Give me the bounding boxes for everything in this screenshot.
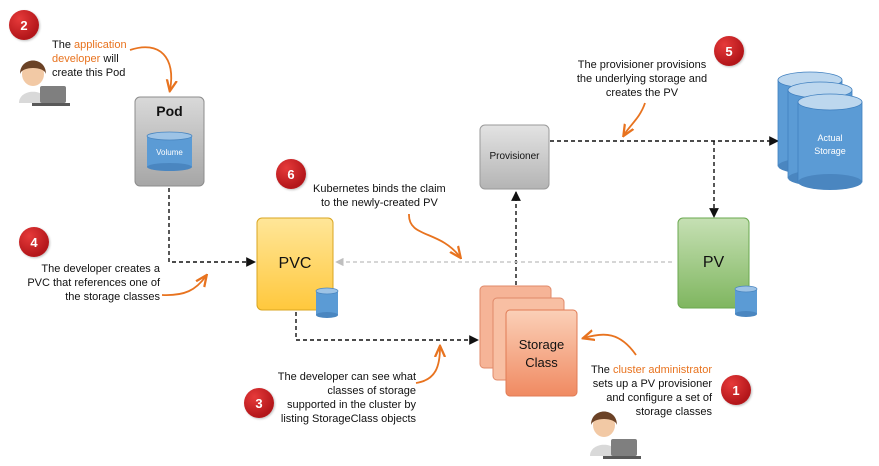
actual-storage-label-line2: Storage xyxy=(814,146,846,156)
pvc-to-storageclass-arrow xyxy=(295,312,479,345)
storage-class-label-line2: Class xyxy=(525,355,558,370)
step5-line2: the underlying storage and xyxy=(576,73,708,85)
step6-line2: to the newly-created PV xyxy=(321,197,438,209)
connectors xyxy=(168,136,779,345)
step-badge-1: 1 xyxy=(721,375,751,405)
provisioner-box xyxy=(479,124,550,190)
step1-note: The cluster administrator sets up a PV p… xyxy=(572,363,712,419)
pv-label: PV xyxy=(702,254,725,271)
pointer-arrows xyxy=(129,46,646,384)
step3-line2: classes of storage xyxy=(327,385,416,397)
step-badge-3: 3 xyxy=(244,388,274,418)
step3-line4: listing StorageClass objects xyxy=(280,413,416,425)
step2-highlight-line2: developer xyxy=(52,53,101,65)
storage-class-stack xyxy=(479,285,578,397)
step2-prefix: The xyxy=(52,39,75,51)
step-badge-4: 4 xyxy=(19,227,49,257)
storage-class-label-line1: Storage xyxy=(518,337,565,352)
actual-storage-label-line1: Actual xyxy=(817,133,843,143)
step2-pointer-arrow xyxy=(129,46,171,90)
pvc-box xyxy=(256,217,334,311)
step-badge-2: 2 xyxy=(9,10,39,40)
step4-line3: the storage classes xyxy=(65,291,160,303)
step1-line4: storage classes xyxy=(635,406,712,418)
pod-to-pvc-arrow xyxy=(168,188,256,267)
administrator-avatar-icon xyxy=(590,411,641,459)
pvc-label: PVC xyxy=(278,255,312,272)
step6-pointer-arrow xyxy=(408,213,460,257)
step-badge-5: 5 xyxy=(714,36,744,66)
step4-pointer-arrow xyxy=(161,276,206,296)
step4-line2: PVC that references one of xyxy=(27,277,160,289)
pv-cylinder-icon xyxy=(734,285,758,317)
step2-highlight-line1: application xyxy=(74,39,127,51)
pvc-cylinder-icon xyxy=(315,287,339,318)
step2-note: The application developer will create th… xyxy=(52,38,142,80)
pv-node xyxy=(677,217,758,317)
step1-line2: sets up a PV provisioner xyxy=(592,378,712,390)
step3-note: The developer can see what classes of st… xyxy=(268,370,416,426)
step5-pointer-arrow xyxy=(624,102,646,135)
step4-note: The developer creates a PVC that referen… xyxy=(6,262,160,304)
step6-note: Kubernetes binds the claim to the newly-… xyxy=(313,182,463,210)
step2-suffix: will xyxy=(100,53,119,65)
actual-storage-cylinders-icon xyxy=(777,71,863,190)
step1-pointer-arrow xyxy=(584,335,637,356)
step2-line3: create this Pod xyxy=(52,67,126,79)
pod-node xyxy=(134,96,205,187)
storage-class-box xyxy=(505,309,578,397)
step3-line3: supported in the cluster by xyxy=(286,399,416,411)
pv-box xyxy=(677,217,750,309)
step4-line1: The developer creates a xyxy=(41,263,160,275)
step5-line3: creates the PV xyxy=(605,87,679,99)
step6-line1: Kubernetes binds the claim xyxy=(313,183,446,195)
step-badge-6: 6 xyxy=(276,159,306,189)
step1-line3: and configure a set of xyxy=(606,392,712,404)
pvc-node xyxy=(256,217,339,318)
pod-label: Pod xyxy=(156,103,183,119)
step5-line1: The provisioner provisions xyxy=(577,59,707,71)
step1-prefix: The xyxy=(590,364,613,376)
step3-line1: The developer can see what xyxy=(277,371,416,383)
provisioner-label: Provisioner xyxy=(489,151,540,162)
volume-label: Volume xyxy=(156,148,183,157)
step3-pointer-arrow xyxy=(415,347,440,384)
developer-avatar-icon xyxy=(19,60,70,106)
pod-volume-cylinder-icon xyxy=(146,131,193,171)
step1-highlight: cluster administrator xyxy=(612,364,712,376)
step5-note: The provisioner provisions the underlyin… xyxy=(568,58,716,100)
